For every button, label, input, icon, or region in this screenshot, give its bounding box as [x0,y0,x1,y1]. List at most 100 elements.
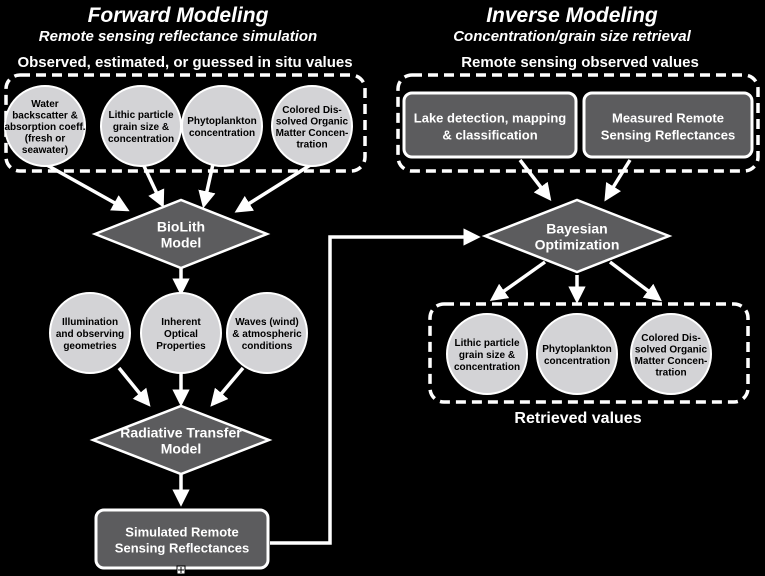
inverse-subtitle: Concentration/grain size retrieval [453,28,691,45]
label-line: Lake detection, mapping [414,110,566,125]
inverse-group-label: Remote sensing observed values [461,54,699,71]
arrow-water-to-biolith [44,162,130,212]
label-line: Properties [156,341,206,352]
label-line: seawater) [22,145,68,156]
label-line: and observing [56,329,124,340]
label-line: Measured Remote [612,110,724,125]
label-line: Illumination [62,317,118,328]
label-line: concentration [544,356,610,367]
label-line: BioLith [157,219,205,235]
arrow-waves-to-rt [210,366,245,407]
arrow-illumination-to-rt [117,366,151,407]
label-line: solved Organic [635,344,708,355]
label-line: tration [655,367,686,378]
label-line: & classification [442,127,537,142]
label-line: Optimization [535,237,620,253]
label-line: absorption coeff. [4,122,85,133]
forward-group-label: Observed, estimated, or guessed in situ … [17,54,352,71]
arrows [44,158,662,545]
label-line: concentration [454,362,520,373]
label-line: concentration [108,134,174,145]
label-line: concentration [189,128,255,139]
arrow-measured-to-bayes [604,159,632,202]
label-line: Model [161,235,201,251]
label-line: Phytoplankton [187,116,256,127]
label-line: Phytoplankton [542,344,611,355]
label-line: & atmospheric [232,329,302,340]
forward-title: Forward Modeling [88,4,269,27]
label-line: Sensing Reflectances [115,541,249,556]
label-line: Waves (wind) [235,317,299,328]
forward-subtitle: Remote sensing reflectance simulation [39,28,317,45]
label-line: Lithic particle [108,110,173,121]
label-line: tration [296,139,327,150]
label-line: Water [31,99,59,110]
arrow-lake-to-bayes [518,158,552,201]
label-line: conditions [242,341,293,352]
label-line: solved Organic [276,116,349,127]
arrow-lithic-to-biolith [141,163,165,208]
retrieved-values-label: Retrieved values [514,410,641,427]
label-line: Colored Dis- [282,105,341,116]
lake-detection-label: Lake detection, mapping & classification [414,110,566,142]
arrow-simulated-to-bayes [270,228,481,545]
arrow-cdom-to-biolith [234,162,313,213]
label-line: Model [161,441,201,457]
label-line: Simulated Remote [125,525,238,540]
label-line: grain size & [459,350,515,361]
label-line: Colored Dis- [641,333,700,344]
small-square-icon [176,565,186,575]
label-line: Sensing Reflectances [601,127,735,142]
inverse-title: Inverse Modeling [486,4,658,27]
arrow-phyto-to-biolith [198,163,216,209]
label-line: backscatter & [12,111,78,122]
label-line: Lithic particle [454,338,519,349]
label-line: Matter Concen- [276,128,349,139]
label-line: geometries [63,341,117,352]
lake-detection-box: Lake detection, mapping & classification [402,91,578,159]
label-line: Matter Concen- [635,356,708,367]
remote-observed-group [396,73,760,173]
label-line: Inherent [161,317,201,328]
label-line: grain size & [113,122,169,133]
arrow-bayes-to-lithic [489,260,547,302]
label-line: (fresh or [25,134,66,145]
label-line: Bayesian [546,221,607,237]
observed-values-group [4,73,367,173]
arrow-bayes-to-cdom [608,260,662,302]
label-line: Radiative Transfer [120,425,242,441]
label-line: Optical [164,329,198,340]
retrieved-values-group [428,302,750,404]
